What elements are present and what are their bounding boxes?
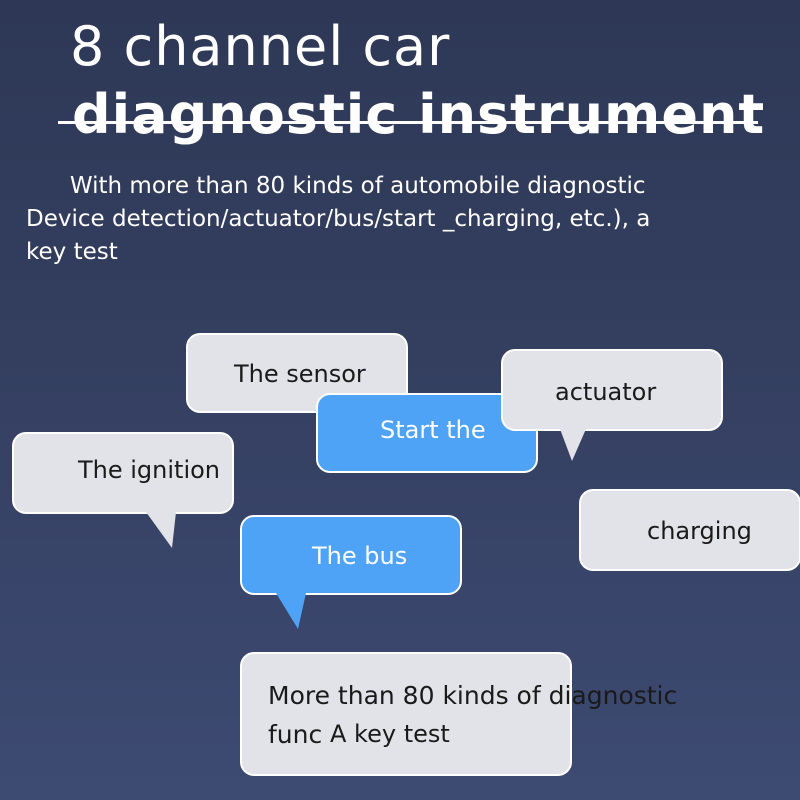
bubble-bus: The bus (240, 515, 462, 595)
description: With more than 80 kinds of automobile di… (26, 170, 796, 269)
page-title-line-1: 8 channel car (70, 15, 451, 78)
bubble-ignition: The ignition (12, 432, 234, 514)
bubble-more-than-80-line-2: func (268, 720, 323, 749)
key-test-label: A key test (330, 720, 450, 748)
bubble-actuator-label: actuator (555, 378, 657, 406)
bubble-start-label: Start the (380, 416, 486, 444)
page-title-line-2: diagnostic instrument (72, 83, 766, 146)
bubble-actuator: actuator (501, 349, 723, 431)
bubble-more-than-80-line-1: More than 80 kinds of diagnostic (268, 681, 678, 710)
description-line-3: key test (26, 239, 118, 265)
description-line-2: Device detection/actuator/bus/start _cha… (26, 206, 651, 232)
bubble-bus-label: The bus (312, 542, 408, 570)
bubble-charging-label: charging (647, 517, 752, 545)
bubble-start: Start the (316, 393, 538, 473)
bubble-charging: charging (579, 489, 800, 571)
bubble-actuator-tail (560, 429, 586, 461)
bubble-sensor: The sensor (186, 333, 408, 413)
description-line-1: With more than 80 kinds of automobile di… (26, 173, 646, 199)
bubble-sensor-label: The sensor (234, 360, 366, 388)
bubble-ignition-tail (146, 512, 176, 548)
title-strikethrough-line (58, 121, 758, 124)
bubble-ignition-label: The ignition (78, 456, 221, 484)
bubble-more-than-80: More than 80 kinds of diagnostic func (240, 652, 677, 776)
bubble-bus-tail (276, 593, 306, 629)
